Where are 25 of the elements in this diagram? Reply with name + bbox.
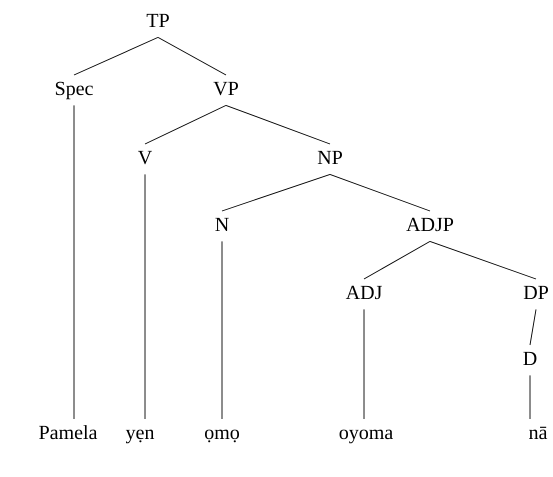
tree-label: ọmọ bbox=[205, 430, 240, 442]
tree-label: VP bbox=[213, 82, 238, 96]
tree-label: Spec bbox=[56, 82, 93, 100]
tree-label: nā bbox=[529, 426, 548, 440]
tree-branch bbox=[158, 36, 226, 76]
tree-label: yẹn bbox=[126, 430, 154, 444]
tree-label: DP bbox=[524, 286, 548, 300]
tree-branch bbox=[222, 174, 330, 212]
tree-label: oyoma bbox=[340, 430, 393, 444]
tree-label: NP bbox=[318, 150, 342, 164]
tree-branch bbox=[364, 240, 430, 280]
tree-branch bbox=[144, 174, 146, 420]
tree-label: D bbox=[523, 352, 536, 366]
tree-branch bbox=[226, 104, 330, 144]
tree-label: ADJ bbox=[346, 286, 382, 300]
tree-branch bbox=[74, 36, 158, 76]
tree-label: ADJP bbox=[406, 218, 454, 232]
tree-label: TP bbox=[146, 14, 169, 27]
tree-branch bbox=[144, 104, 226, 144]
tree-label: Pamela bbox=[39, 425, 98, 440]
tree-branch bbox=[530, 308, 536, 346]
tree-branch bbox=[330, 174, 430, 212]
tree-label: N bbox=[215, 218, 229, 231]
tree-label: V bbox=[138, 150, 152, 164]
tree-branch bbox=[430, 240, 536, 280]
